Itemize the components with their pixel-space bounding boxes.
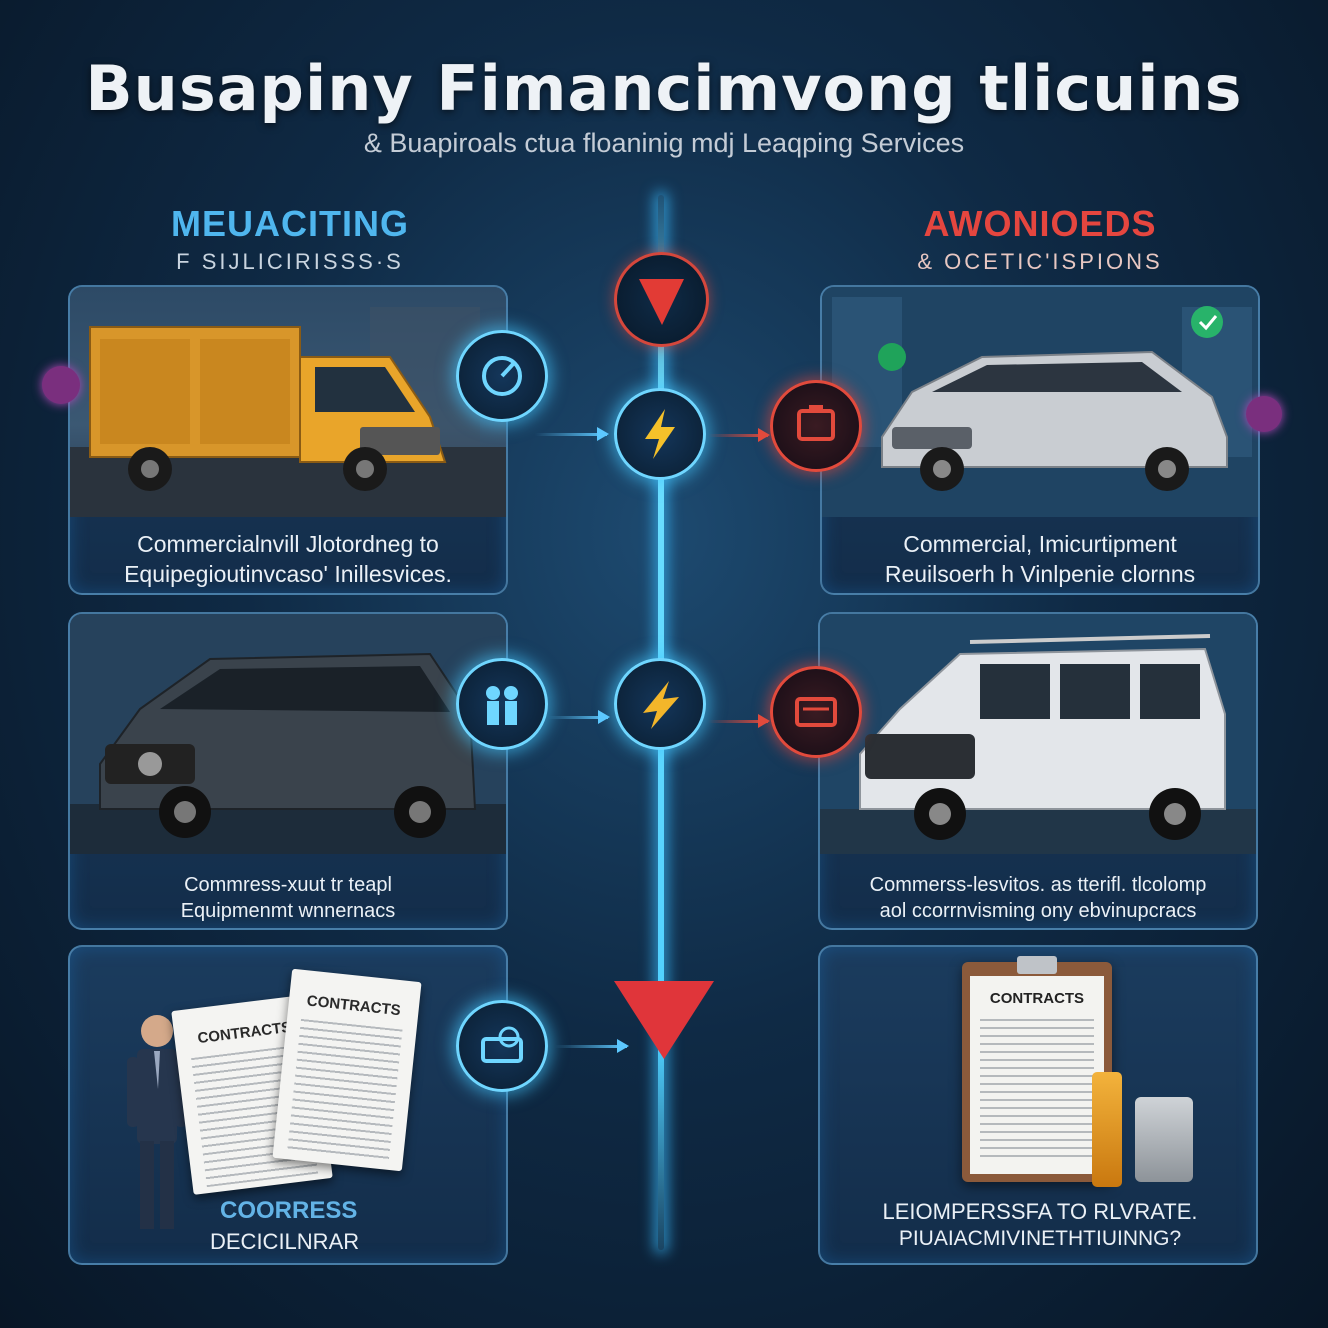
right-column-heading: AWONIOEDS <box>923 203 1157 244</box>
card-white-van-line1: Commerss-lesvitos. as tterifl. tlcolomp <box>869 874 1207 896</box>
card-minivan-line2: Reuilsoerh h Vinlpenie clornns <box>884 561 1196 587</box>
right-column-subheading: & OCETIC'ISPIONS <box>917 249 1163 274</box>
connector-arrow-5 <box>708 714 770 728</box>
gauge-icon[interactable] <box>456 330 548 422</box>
card-contracts-left[interactable]: CONTRACTS CONTRACTS COORRESS DECICILNRAR <box>68 945 508 1265</box>
clipboard: CONTRACTS <box>962 956 1112 1182</box>
contracts-left-line1: COORRESS <box>220 1197 358 1224</box>
connector-arrow-2 <box>548 710 610 724</box>
left-column-heading: MEUACITING <box>171 203 409 244</box>
right-column-header: AWONIOEDS & OCETIC'ISPIONS <box>820 195 1260 295</box>
card-truck-line2: Equipegioutinvcaso' Inillesvices. <box>124 561 452 587</box>
card-truck-line1: Commercialnvill Jlotordneg to <box>137 531 439 557</box>
lock-icon <box>1135 1097 1193 1182</box>
contracts-right-line2: PIUAIACMIVINETHTIUINNG? <box>898 1227 1182 1250</box>
card-truck[interactable]: Commercialnvill Jlotordneg to Equipegiou… <box>68 285 508 595</box>
minivan-photo <box>822 287 1258 517</box>
contracts-right-line1: LEIOMPERSSFA TO RLVRATE. <box>882 1199 1198 1224</box>
badge-left-icon <box>42 366 80 404</box>
card-white-van-line2: aol ccorrnvisming ony ebvinupcracs <box>879 900 1197 922</box>
shield-icon <box>614 252 709 347</box>
lightning-icon[interactable] <box>614 388 706 480</box>
card-white-van[interactable]: Commerss-lesvitos. as tterifl. tlcolomp … <box>818 612 1258 930</box>
card-dark-van-line1: Commress-xuut tr teapl <box>184 874 392 896</box>
card-minivan-line1: Commercial, Imicurtipment <box>903 531 1177 557</box>
badge-right-icon <box>1246 396 1282 432</box>
contract-label-front: CONTRACTS <box>306 992 402 1020</box>
document-icon[interactable] <box>770 380 862 472</box>
page-subtitle: & Buapiroals ctua floaninig mdj Leaqping… <box>363 128 965 158</box>
page-title: Busapiny Fimancimvong tlicuins <box>85 52 1243 125</box>
dark-van-photo <box>70 614 506 854</box>
arrow-down-icon <box>614 975 714 1070</box>
left-column-subheading: F SIJLICIRISSS·S <box>176 249 404 274</box>
white-van-photo <box>820 614 1256 854</box>
truck-photo <box>70 287 506 517</box>
card-dark-van[interactable]: Commress-xuut tr teapl Equipmenmt wnnern… <box>68 612 508 930</box>
people-icon[interactable] <box>456 658 548 750</box>
left-column-header: MEUACITING F SIJLICIRISSS·S <box>70 195 510 295</box>
document-stack-icon[interactable] <box>770 666 862 758</box>
toolbox-icon[interactable] <box>456 1000 548 1092</box>
connector-arrow-1 <box>535 427 609 441</box>
connector-arrow-4 <box>708 428 770 442</box>
contract-document-front: CONTRACTS <box>272 968 422 1172</box>
oil-bottle <box>1092 1072 1122 1187</box>
connector-arrow-3 <box>555 1039 629 1053</box>
lightning-icon-2[interactable] <box>614 658 706 750</box>
card-dark-van-line2: Equipmenmt wnnernacs <box>180 900 396 922</box>
contracts-left-line2: DECICILNRAR <box>210 1229 360 1254</box>
clipboard-contract-label: CONTRACTS <box>989 990 1085 1007</box>
card-minivan[interactable]: Commercial, Imicurtipment Reuilsoerh h V… <box>820 285 1260 595</box>
card-contracts-right[interactable]: CONTRACTS LEIOMPERSSFA TO RLVRATE. PIUAI… <box>818 945 1258 1265</box>
